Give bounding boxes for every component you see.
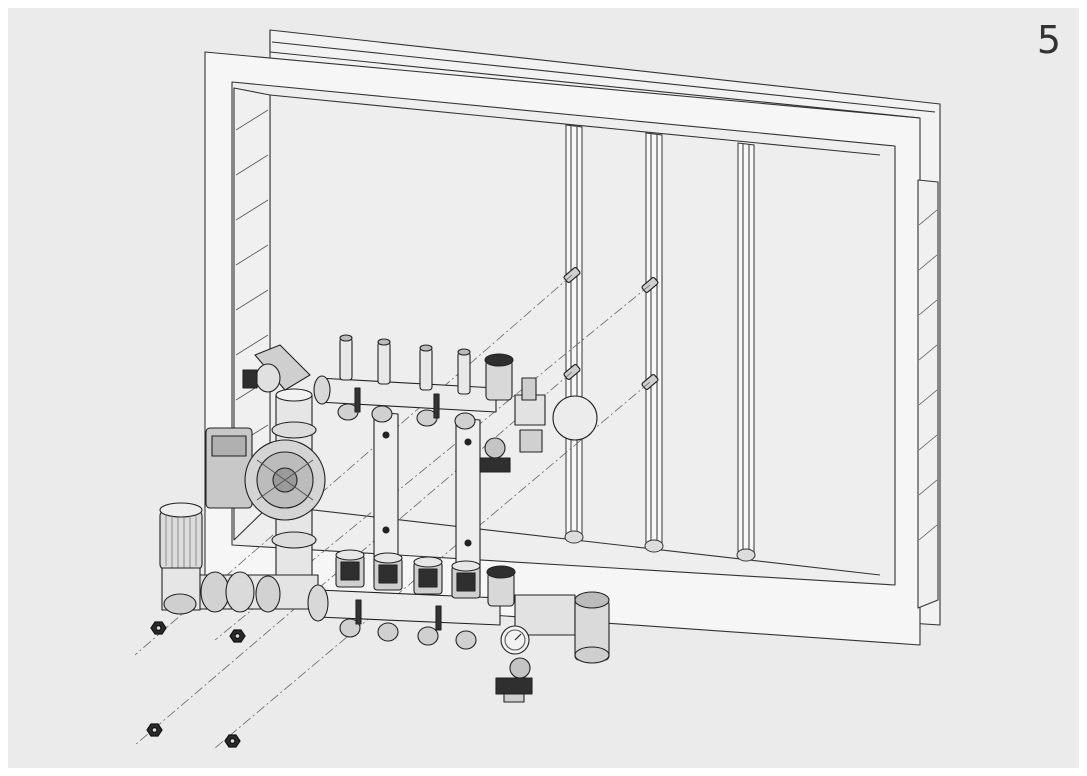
upper-end-fittings bbox=[479, 353, 598, 473]
loose-nut-4 bbox=[224, 734, 241, 748]
loose-nut-2 bbox=[229, 629, 246, 643]
thermostatic-head-icon bbox=[159, 502, 203, 615]
box-top-lip-2 bbox=[271, 41, 936, 113]
mounting-rail-3 bbox=[737, 142, 755, 557]
rail-base-clips bbox=[564, 530, 756, 562]
upper-bar-bolts bbox=[354, 387, 440, 419]
manifold-assembly bbox=[159, 334, 610, 703]
upper-outlets bbox=[337, 403, 476, 430]
lower-outlets bbox=[339, 618, 477, 650]
mounting-rail-1 bbox=[565, 124, 583, 541]
flow-meters bbox=[339, 334, 471, 395]
pressure-gauge-icon bbox=[500, 625, 530, 655]
box-depth-line-top bbox=[269, 94, 881, 156]
lower-end-fittings bbox=[486, 565, 610, 703]
lower-bar-bolts bbox=[355, 599, 442, 631]
pump-icon bbox=[205, 427, 326, 521]
loose-nut-1 bbox=[150, 621, 167, 635]
loose-nut-3 bbox=[146, 723, 163, 737]
box-inner-opening bbox=[231, 81, 896, 586]
nut-icon bbox=[146, 621, 246, 748]
mixing-valve bbox=[242, 344, 311, 393]
box-right-rail bbox=[917, 179, 939, 609]
mounting-rail-2 bbox=[645, 132, 663, 549]
right-rail-ribs bbox=[918, 209, 938, 541]
box-top-lip bbox=[269, 30, 921, 119]
step-number: 5 bbox=[1036, 18, 1062, 62]
lower-valve-caps bbox=[335, 549, 481, 599]
